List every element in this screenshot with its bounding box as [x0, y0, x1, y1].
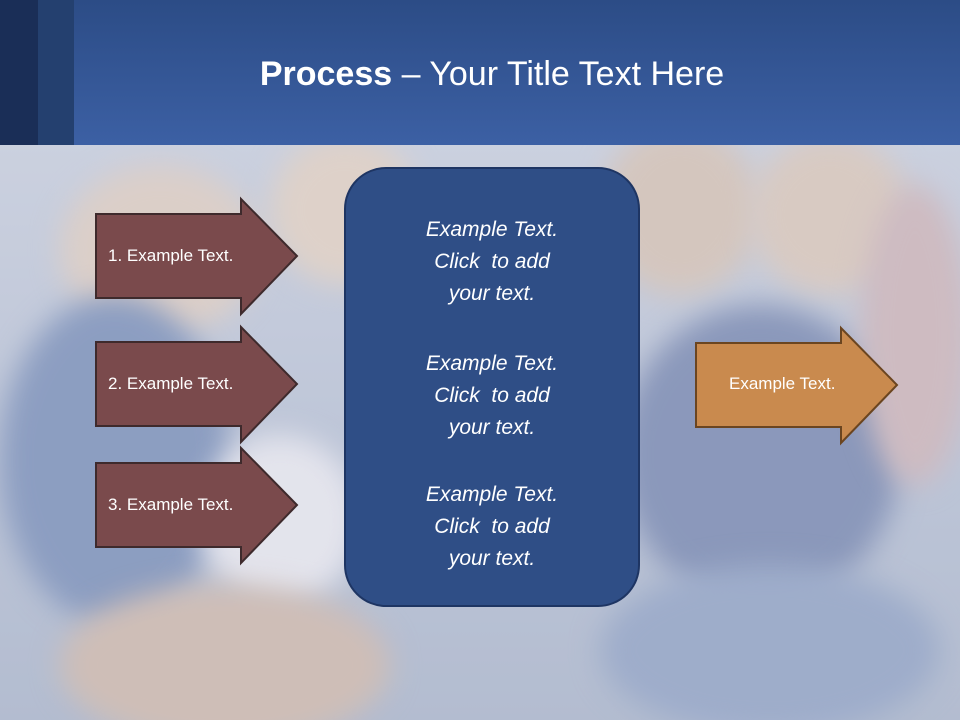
center-text-line: your text. — [448, 416, 536, 439]
title-bold-part: Process — [259, 55, 393, 93]
center-text-block: Example Text. Click to add your text. — [346, 348, 638, 444]
center-text-block: Example Text. Click to add your text. — [346, 214, 638, 310]
slide-title[interactable]: Process – Your Title Text Here — [0, 52, 960, 96]
process-arrow-3[interactable]: 3. Example Text. — [95, 445, 299, 566]
center-text-line: Click to add — [434, 384, 550, 407]
header-accent-strip-secondary — [38, 0, 74, 145]
arrow-shape — [695, 325, 899, 446]
arrow-label: 3. Example Text. — [108, 495, 234, 514]
center-text-line: Click to add — [434, 515, 550, 538]
center-process-box[interactable]: Example Text. Click to add your text. Ex… — [344, 167, 640, 607]
header-band: Process – Your Title Text Here — [0, 0, 960, 145]
arrow-shape — [95, 196, 299, 317]
arrow-label: Example Text. — [729, 374, 836, 393]
center-text-line: your text. — [448, 282, 536, 305]
process-arrow-2[interactable]: 2. Example Text. — [95, 324, 299, 445]
photo-legs-blob — [60, 585, 390, 720]
header-accent-strip — [0, 0, 38, 145]
photo-hair-blob — [860, 185, 960, 485]
result-arrow[interactable]: Example Text. — [695, 325, 899, 446]
center-text-line: Example Text. — [425, 218, 559, 241]
arrow-label: 1. Example Text. — [108, 246, 234, 265]
center-text-line: Example Text. — [425, 352, 559, 375]
arrow-shape — [95, 445, 299, 566]
center-text-line: Example Text. — [425, 483, 559, 506]
arrow-shape — [95, 324, 299, 445]
center-text-line: Click to add — [434, 250, 550, 273]
photo-jeans-blob — [600, 565, 940, 720]
center-text-line: your text. — [448, 547, 536, 570]
process-arrow-1[interactable]: 1. Example Text. — [95, 196, 299, 317]
arrow-label: 2. Example Text. — [108, 374, 234, 393]
title-rest-part: – Your Title Text Here — [392, 55, 725, 93]
center-text-block: Example Text. Click to add your text. — [346, 479, 638, 575]
